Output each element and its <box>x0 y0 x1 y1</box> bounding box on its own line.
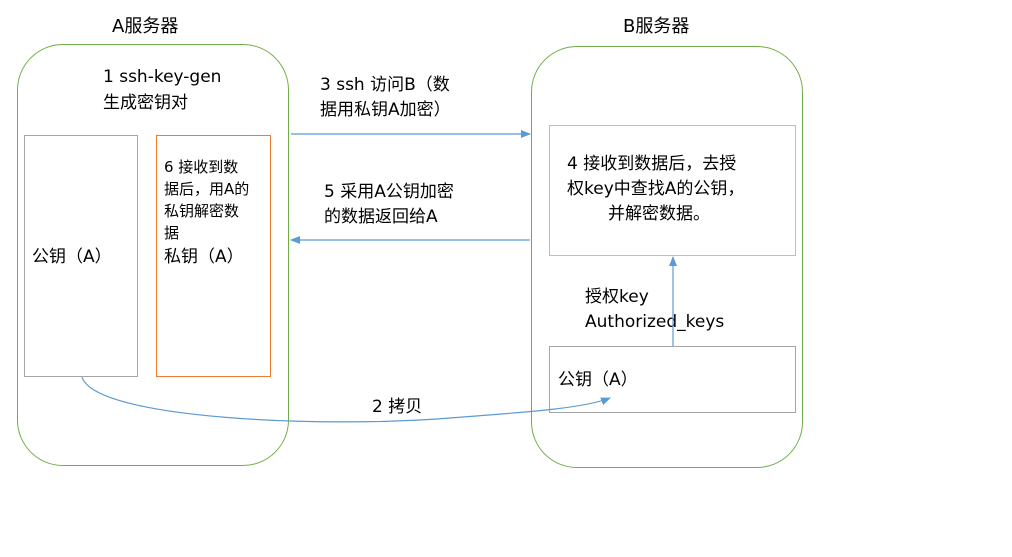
public-key-a-label: 公钥（A） <box>32 247 112 267</box>
public-key-b-box: 公钥（A） <box>549 346 796 413</box>
step1-line1: 1 ssh-key-gen <box>103 67 222 87</box>
step3-line2: 据用私钥A加密） <box>320 100 451 120</box>
step3-line1: 3 ssh 访问B（数 <box>320 75 450 95</box>
step1-line2: 生成密钥对 <box>103 93 188 113</box>
authorized-key-line1: 授权key <box>585 287 649 307</box>
public-key-a-box: 公钥（A） <box>24 135 138 377</box>
step6-line2: 据后，用A的 <box>164 180 250 198</box>
public-key-b-label: 公钥（A） <box>558 370 638 390</box>
authorized-key-line2: Authorized_keys <box>585 312 725 332</box>
step2-copy-arrow <box>81 376 611 423</box>
step5-line1: 5 采用A公钥加密 <box>324 182 454 202</box>
server-b-title: B服务器 <box>623 16 690 37</box>
step4-line3: 并解密数据。 <box>608 204 710 224</box>
step5-line2: 的数据返回给A <box>324 207 438 227</box>
step4-line1: 4 接收到数据后，去授 <box>567 154 737 174</box>
private-key-a-label: 私钥（A） <box>164 247 244 267</box>
step4-box: 4 接收到数据后，去授 权key中查找A的公钥， 并解密数据。 <box>549 125 796 256</box>
step6-line1: 6 接收到数 <box>164 158 239 176</box>
step2-label: 2 拷贝 <box>372 397 423 417</box>
step6-line4: 据 <box>164 224 180 242</box>
server-a-title: A服务器 <box>112 16 179 37</box>
step4-line2: 权key中查找A的公钥， <box>567 179 745 199</box>
step6-line3: 私钥解密数 <box>164 202 240 220</box>
server-b-container <box>531 46 803 468</box>
private-key-a-box: 6 接收到数 据后，用A的 私钥解密数 据 私钥（A） <box>156 135 271 377</box>
server-a-container <box>17 44 289 466</box>
